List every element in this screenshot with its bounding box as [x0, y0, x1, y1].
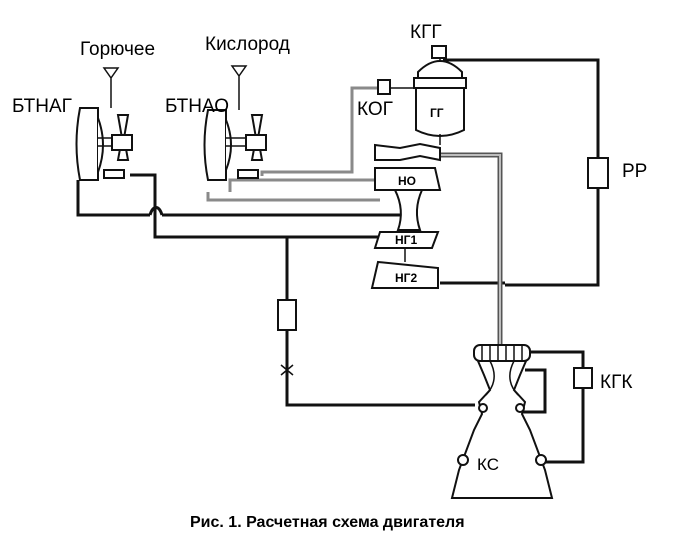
kog-valve-box	[377, 79, 391, 95]
btnag-return-line	[130, 173, 380, 239]
gg-label: ГГ	[430, 106, 444, 120]
kgg-label: КГГ	[410, 22, 442, 43]
pump-shaft	[393, 189, 424, 231]
fuel-valve-cross-icon	[280, 364, 294, 376]
rr-label: РР	[622, 161, 647, 182]
btnag-fuel-line	[76, 180, 400, 217]
fuel-throttle-box	[277, 299, 297, 331]
chamber-cooling-loop	[520, 368, 547, 414]
kgk-line	[530, 350, 585, 464]
hot-gas-duct-inner	[438, 154, 501, 345]
turbine-unit	[374, 134, 441, 162]
kgg-control-line	[443, 58, 600, 287]
gas-generator-unit	[413, 50, 467, 137]
figure-caption: Рис. 1. Расчетная схема двигателя	[190, 514, 465, 531]
oxygen-inlet-arrow-icon	[230, 65, 248, 110]
rr-regulator-box	[587, 157, 609, 189]
kog-label: КОГ	[357, 99, 393, 120]
oxygen-label: Кислород	[205, 34, 290, 55]
fuel-feed-line	[285, 237, 475, 407]
oxygen-feed-line	[206, 192, 380, 202]
ng2-pump-unit	[370, 248, 439, 289]
oxygen-btnao-line	[228, 178, 375, 192]
ks-label: КС	[477, 455, 499, 474]
no-label: НО	[398, 174, 416, 188]
ng2-label: НГ2	[395, 271, 417, 285]
kgk-label: КГК	[600, 372, 632, 393]
no-pump-unit	[374, 167, 442, 191]
ng1-label: НГ1	[395, 233, 417, 247]
combustion-chamber-unit	[450, 344, 554, 499]
kgk-valve-box	[573, 367, 593, 389]
btnag-label: БТНАГ	[12, 96, 72, 117]
kgg-valve-box	[431, 45, 447, 59]
btnao-label: БТНАО	[165, 96, 229, 117]
hot-gas-duct	[438, 152, 503, 345]
oxygen-btnao-return	[260, 86, 378, 176]
btnag-unit	[75, 107, 133, 181]
ng1-pump-unit	[373, 231, 440, 249]
fuel-inlet-arrow-icon	[102, 67, 120, 108]
fuel-label: Горючее	[80, 39, 155, 60]
btnao-unit	[203, 109, 267, 181]
